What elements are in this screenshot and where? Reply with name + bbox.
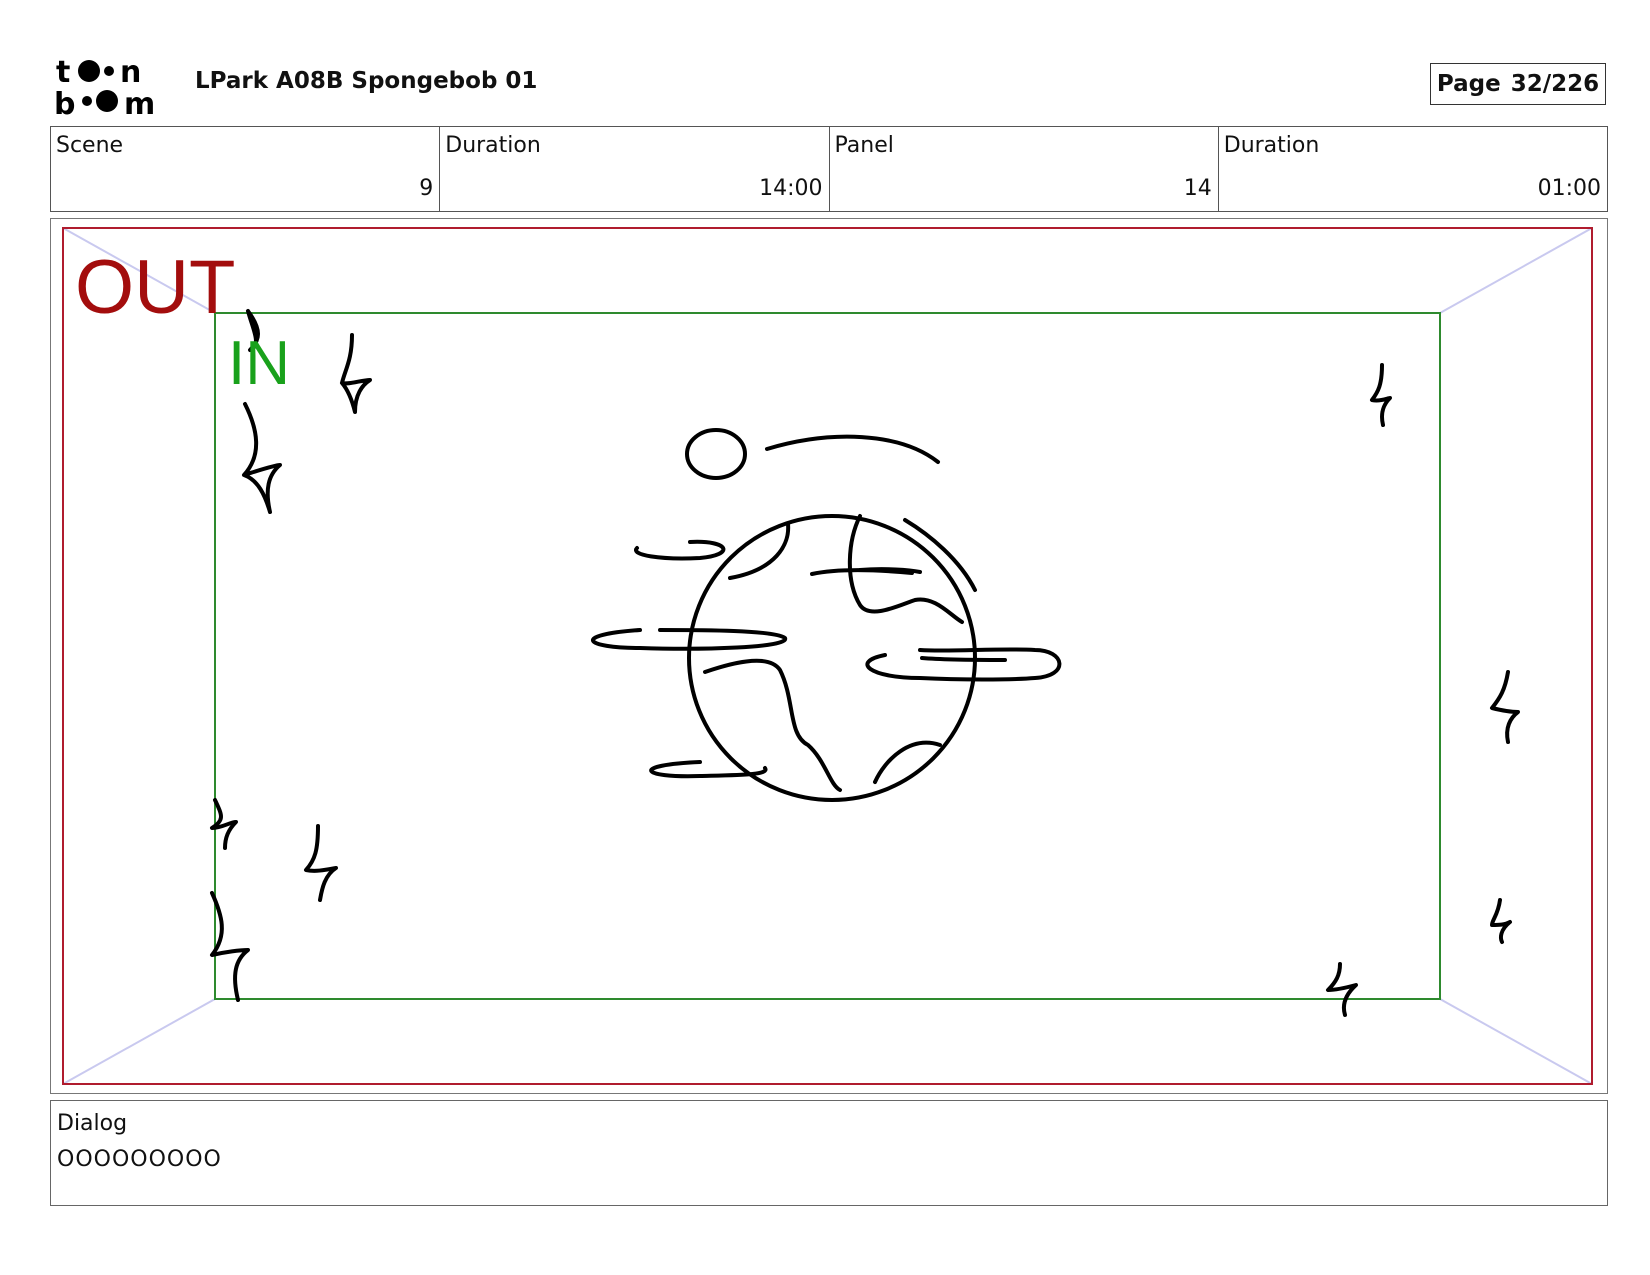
scene-duration-label: Duration <box>445 133 541 158</box>
panel-value: 14 <box>1183 176 1212 201</box>
svg-text:m: m <box>124 87 155 116</box>
svg-text:b: b <box>54 87 75 116</box>
camera-guides <box>62 227 1593 1085</box>
dialog-label: Dialog <box>57 1111 128 1136</box>
panel-duration-label: Duration <box>1223 133 1320 158</box>
page-indicator: Page 32/226 <box>1430 63 1606 105</box>
scene-cell: Scene 9 <box>51 127 441 211</box>
svg-text:n: n <box>120 55 141 90</box>
panel-duration-value: 01:00 <box>1537 176 1601 201</box>
panel-label: Panel <box>834 133 894 158</box>
in-frame-label: IN <box>228 329 290 398</box>
page-label: Page <box>1436 71 1501 97</box>
out-frame-label: OUT <box>75 245 236 330</box>
page-value: 32/226 <box>1510 71 1600 97</box>
out-camera-frame <box>62 227 1593 1085</box>
star-sketches <box>210 309 1520 1017</box>
panel-info-table: Scene 9 Duration 14:00 Panel 14 Duration… <box>50 126 1608 212</box>
dialog-text: OOOOOOOOO <box>57 1147 222 1172</box>
toon-boom-logo: t n b m <box>54 55 155 116</box>
project-title: LPark A08B Spongebob 01 <box>195 68 538 94</box>
panel-duration-cell: Duration 01:00 <box>1219 127 1607 211</box>
svg-text:t: t <box>56 55 70 90</box>
in-camera-frame <box>214 312 1441 1000</box>
scene-value: 9 <box>419 176 434 201</box>
planet-sketch <box>590 428 1062 802</box>
storyboard-panel-frame <box>50 218 1608 1094</box>
dialog-box: Dialog OOOOOOOOO <box>50 1100 1608 1206</box>
scene-duration-value: 14:00 <box>759 176 823 201</box>
scene-duration-cell: Duration 14:00 <box>440 127 830 211</box>
panel-cell: Panel 14 <box>830 127 1219 211</box>
scene-label: Scene <box>56 133 124 158</box>
